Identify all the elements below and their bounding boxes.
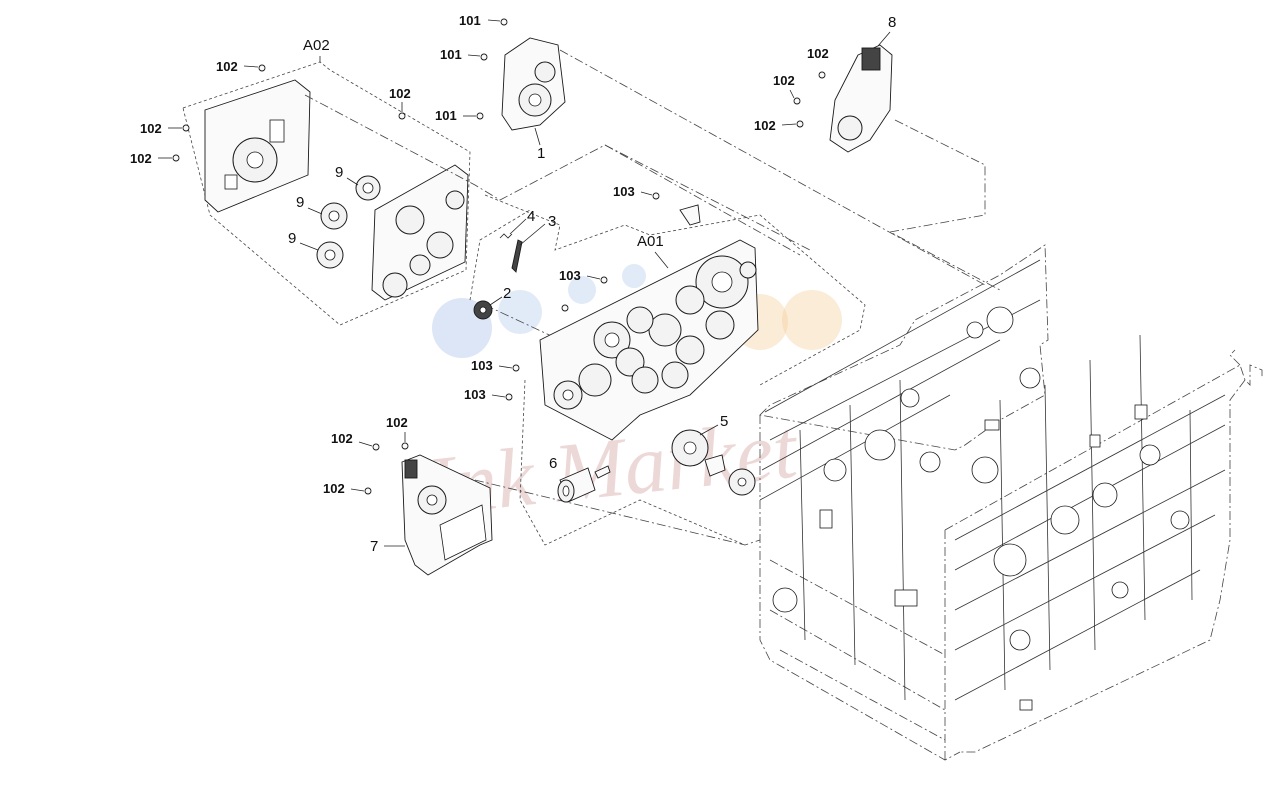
callout-103-c: 103 (471, 358, 493, 373)
callout-102-h: 102 (386, 415, 408, 430)
callout-8: 8 (888, 14, 896, 31)
callout-102-d: 102 (389, 86, 411, 101)
screws-102-a02: 102 102 102 102 (130, 59, 411, 166)
callout-3: 3 (548, 213, 556, 230)
a02-front-plate (371, 164, 469, 301)
part-4-spring: 4 (499, 208, 535, 239)
assembly-a01: A01 (469, 194, 866, 546)
callout-103-a: 103 (613, 184, 635, 199)
callout-102-j: 102 (323, 481, 345, 496)
assembly-label-a02: A02 (303, 37, 330, 54)
callout-102-i: 102 (331, 431, 353, 446)
callout-102-a: 102 (216, 59, 238, 74)
screws-101: 101 101 101 (435, 13, 508, 123)
callout-102-e: 102 (807, 46, 829, 61)
screws-102-part8: 102 102 102 (754, 46, 829, 133)
callout-9-c: 9 (288, 230, 296, 247)
callout-4: 4 (527, 208, 535, 225)
part-8-sensor-unit: 8 (829, 14, 896, 153)
callout-102-g: 102 (754, 118, 776, 133)
part-9-clutch-a (355, 175, 381, 201)
callout-101-a: 101 (459, 13, 481, 28)
callout-101-c: 101 (435, 108, 457, 123)
assembly-a02: A02 9 9 9 (182, 37, 471, 326)
callout-102-f: 102 (773, 73, 795, 88)
callout-102-c: 102 (130, 151, 152, 166)
callout-6: 6 (549, 455, 557, 472)
callout-7: 7 (370, 538, 378, 555)
callout-9-b: 9 (296, 194, 304, 211)
part-7-drive-unit: 7 (370, 454, 493, 576)
part-9-clutch-b (320, 202, 348, 230)
callout-103-d: 103 (464, 387, 486, 402)
callout-2: 2 (503, 285, 511, 302)
part-2-gear: 2 (473, 285, 511, 320)
part-1-drive-motor: 1 (501, 37, 566, 162)
frame-holes (772, 306, 1190, 711)
part-6-roller: 6 (549, 455, 611, 503)
callout-102-b: 102 (140, 121, 162, 136)
main-frame (759, 244, 1263, 761)
callout-1: 1 (537, 145, 545, 162)
callout-103-b: 103 (559, 268, 581, 283)
callout-5: 5 (720, 413, 728, 430)
assembly-label-a01: A01 (637, 233, 664, 250)
screws-102-part7: 102 102 102 (323, 415, 409, 496)
screws-103: 103 103 103 103 (464, 184, 660, 402)
callout-101-b: 101 (440, 47, 462, 62)
part-9-clutch-c (316, 241, 344, 269)
part-3-lever: 3 (511, 213, 556, 273)
part-5-coupling: 5 (671, 413, 756, 496)
callout-9-a: 9 (335, 164, 343, 181)
